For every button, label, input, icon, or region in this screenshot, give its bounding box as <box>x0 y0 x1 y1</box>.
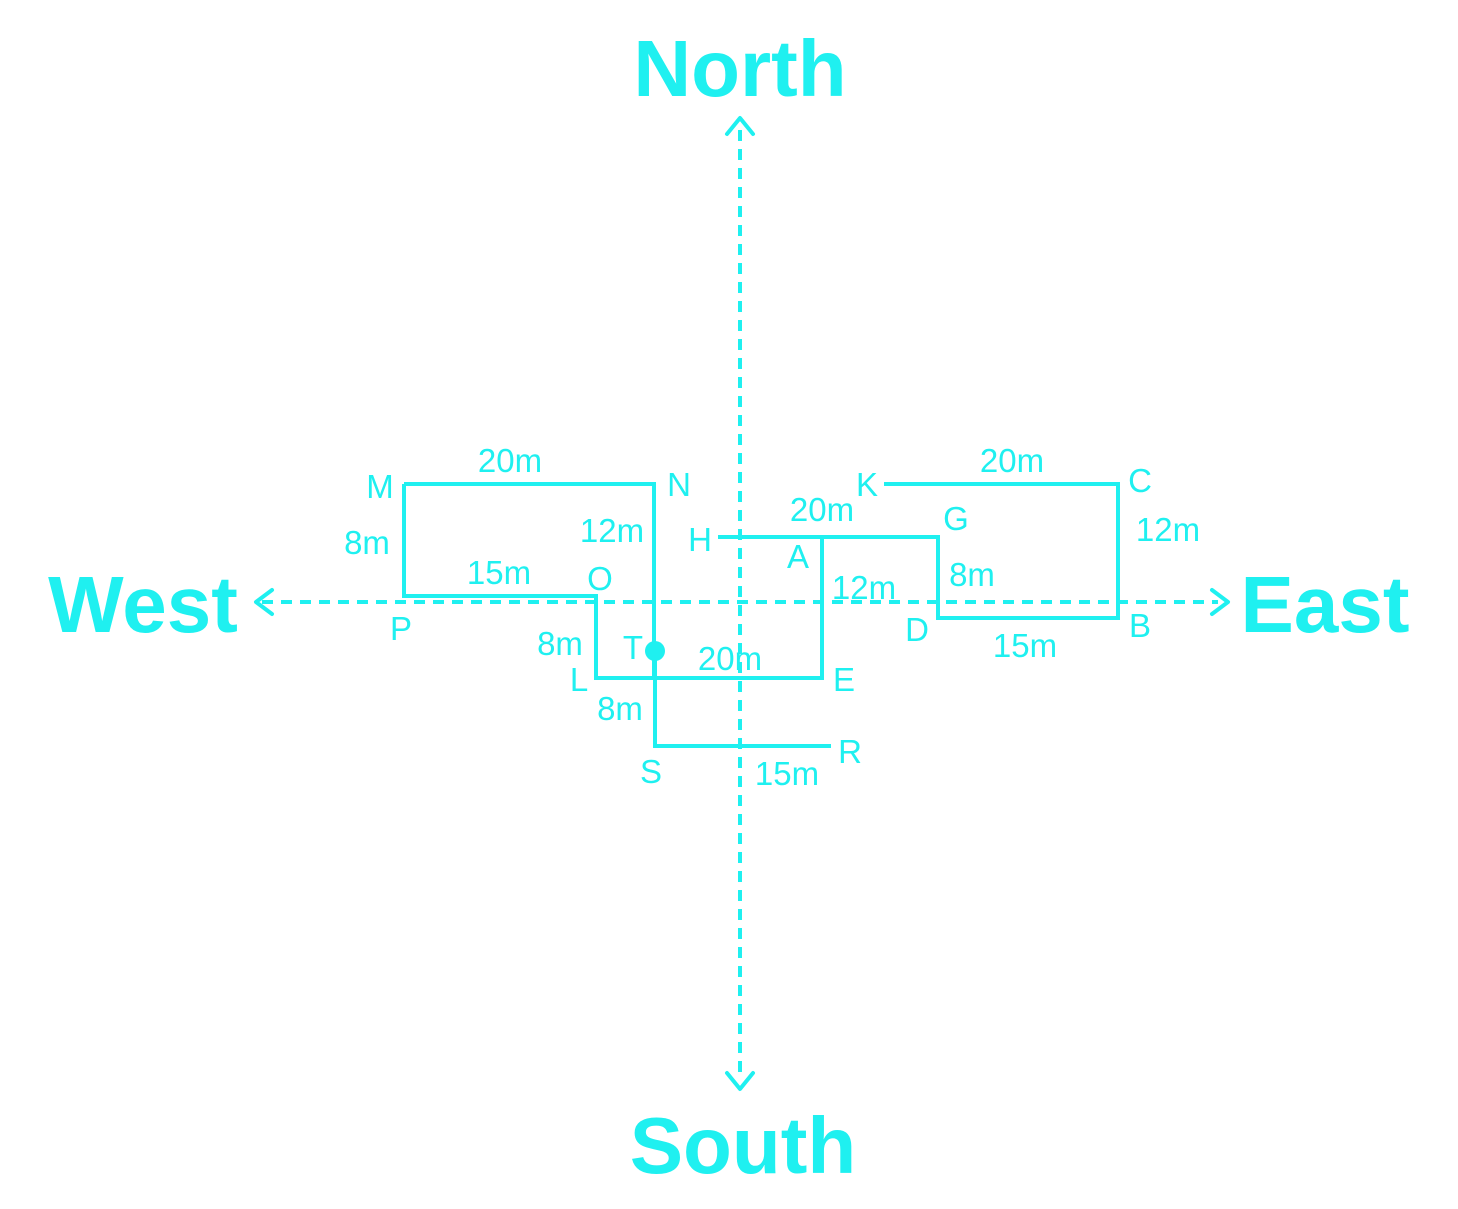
start-point-t <box>645 641 665 661</box>
west-label: West <box>48 560 238 649</box>
distance-label-ol: 8m <box>537 625 583 662</box>
point-label-k: K <box>856 466 878 503</box>
distance-label-ae: 12m <box>832 569 896 606</box>
point-label-s: S <box>640 753 662 790</box>
path-h-g-d-b-c-k <box>718 482 1120 620</box>
west-arrow-icon <box>254 588 274 616</box>
south-arrow-icon <box>725 1071 755 1091</box>
path-west-loop <box>404 482 656 678</box>
point-label-l: L <box>570 661 588 698</box>
distance-label-nt: 12m <box>580 512 644 549</box>
point-label-p: P <box>390 610 412 647</box>
distance-label-cb: 12m <box>1136 511 1200 548</box>
distance-label-po: 15m <box>467 554 531 591</box>
path-t-s-r <box>653 651 831 748</box>
distance-label-mp: 8m <box>344 524 390 561</box>
point-label-d: D <box>905 611 929 648</box>
point-label-h: H <box>688 521 712 558</box>
distance-label-db: 15m <box>993 627 1057 664</box>
point-label-a: A <box>787 538 809 575</box>
point-label-m: M <box>366 468 394 505</box>
compass-axes <box>254 116 1230 1091</box>
path-m-p-o-l-e <box>402 484 824 680</box>
north-arrow-icon <box>725 116 755 136</box>
point-label-b: B <box>1129 607 1151 644</box>
distance-label-ts: 8m <box>597 690 643 727</box>
point-label-e: E <box>833 661 855 698</box>
walk-paths <box>402 482 1120 748</box>
east-arrow-icon <box>1210 588 1230 616</box>
point-labels: M N O P L T S R H A E G D K C B <box>366 462 1152 790</box>
north-label: North <box>633 24 846 113</box>
distance-label-kc: 20m <box>980 442 1044 479</box>
point-label-c: C <box>1128 462 1152 499</box>
distance-labels: 20m 8m 15m 12m 8m 20m 8m 15m 20m 12m 8m … <box>344 442 1200 792</box>
east-label: East <box>1241 560 1410 649</box>
distance-label-gd: 8m <box>949 556 995 593</box>
point-label-r: R <box>838 733 862 770</box>
point-label-t: T <box>623 629 643 666</box>
distance-label-hg: 20m <box>790 491 854 528</box>
point-label-o: O <box>587 560 613 597</box>
distance-label-le: 20m <box>698 640 762 677</box>
point-label-n: N <box>667 466 691 503</box>
south-label: South <box>630 1101 857 1190</box>
distance-label-sr: 15m <box>755 755 819 792</box>
point-label-g: G <box>943 500 969 537</box>
distance-label-mn: 20m <box>478 442 542 479</box>
